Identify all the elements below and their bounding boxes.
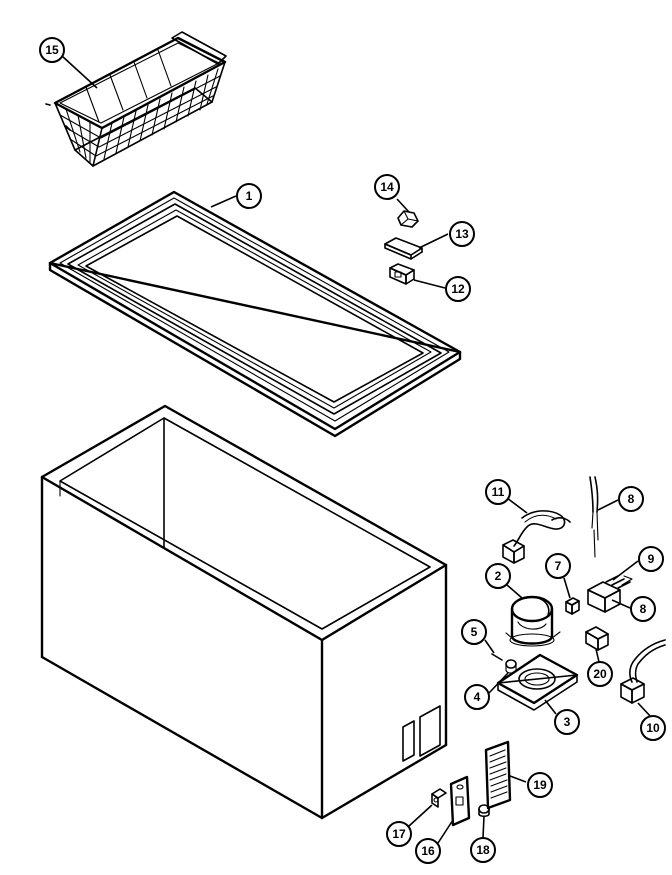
svg-text:2: 2 (495, 569, 502, 583)
control-plate (449, 775, 471, 827)
callout-14: 14 (374, 174, 400, 200)
svg-text:12: 12 (451, 282, 465, 296)
vent-grille (484, 740, 512, 810)
light-switch (431, 788, 447, 808)
mounting-hardware (491, 653, 517, 674)
freezer-lid (48, 190, 462, 438)
wire-harness (502, 510, 571, 564)
callout-8-upper: 8 (618, 486, 644, 512)
power-cord (620, 639, 666, 704)
callout-2: 2 (485, 563, 511, 589)
capillary-tube (589, 476, 599, 558)
svg-text:5: 5 (471, 625, 478, 639)
callout-15: 15 (39, 37, 65, 63)
callout-18: 18 (470, 837, 496, 863)
callout-13: 13 (449, 221, 475, 247)
freezer-cabinet (40, 404, 448, 820)
bracket (585, 626, 609, 651)
compressor (505, 595, 561, 647)
callout-4: 4 (464, 684, 490, 710)
callout-3: 3 (554, 709, 580, 735)
svg-text:15: 15 (45, 43, 59, 57)
callout-8-lower: 8 (630, 596, 656, 622)
lid-latch-parts (384, 210, 423, 285)
svg-text:19: 19 (533, 778, 547, 792)
overload-clip (565, 597, 580, 615)
svg-text:10: 10 (646, 721, 660, 735)
svg-text:11: 11 (492, 485, 505, 499)
control-knob (478, 804, 490, 818)
svg-text:8: 8 (628, 492, 635, 506)
callout-5: 5 (461, 619, 487, 645)
svg-text:3: 3 (564, 715, 571, 729)
svg-text:9: 9 (648, 552, 655, 566)
callout-19: 19 (527, 772, 553, 798)
callout-20: 20 (587, 661, 613, 687)
svg-text:7: 7 (555, 559, 562, 573)
base-plate (496, 653, 579, 711)
svg-text:18: 18 (476, 843, 490, 857)
callout-7: 7 (545, 553, 571, 579)
leader-lines (61, 55, 652, 844)
svg-text:13: 13 (455, 227, 469, 241)
svg-text:4: 4 (474, 690, 481, 704)
callout-1: 1 (236, 183, 262, 209)
callout-9: 9 (638, 546, 664, 572)
callout-11: 11 (485, 479, 511, 505)
svg-text:17: 17 (392, 827, 406, 841)
svg-text:20: 20 (593, 667, 607, 681)
callout-10: 10 (640, 715, 666, 741)
callout-17: 17 (386, 821, 412, 847)
svg-text:16: 16 (421, 844, 435, 858)
wire-basket (45, 31, 227, 167)
callout-16: 16 (415, 838, 441, 864)
svg-text:8: 8 (640, 602, 647, 616)
callout-12: 12 (445, 276, 471, 302)
svg-text:1: 1 (246, 189, 253, 203)
svg-text:14: 14 (380, 180, 394, 194)
